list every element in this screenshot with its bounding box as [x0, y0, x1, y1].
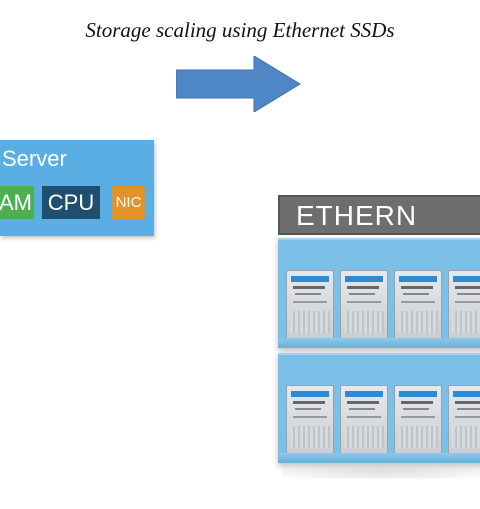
- ethernet-switch-bar: ETHERN: [278, 195, 480, 235]
- enclosure-shelf: [278, 338, 480, 348]
- cpu-chip: CPU: [42, 186, 100, 219]
- nic-chip: NIC: [112, 186, 145, 219]
- enclosure-shelf: [278, 453, 480, 463]
- floor-shadow: [282, 465, 480, 479]
- ssd-drive-icon: [394, 385, 442, 455]
- ssd-drive-icon: [286, 385, 334, 455]
- server-label: Server: [2, 146, 67, 171]
- ssd-drive-icon: [448, 270, 480, 340]
- right-arrow-icon: [176, 56, 301, 112]
- ssd-enclosure: [278, 238, 480, 348]
- diagram-title: Storage scaling using Ethernet SSDs: [85, 18, 395, 42]
- ssd-drive-icon: [448, 385, 480, 455]
- ssd-drive-icon: [394, 270, 442, 340]
- server-box: Server AM CPU NIC: [0, 140, 154, 236]
- ssd-drive-icon: [286, 270, 334, 340]
- ssd-drive-icon: [340, 270, 388, 340]
- ssd-enclosure: [278, 353, 480, 463]
- ssd-drive-icon: [340, 385, 388, 455]
- ram-chip: AM: [0, 186, 34, 219]
